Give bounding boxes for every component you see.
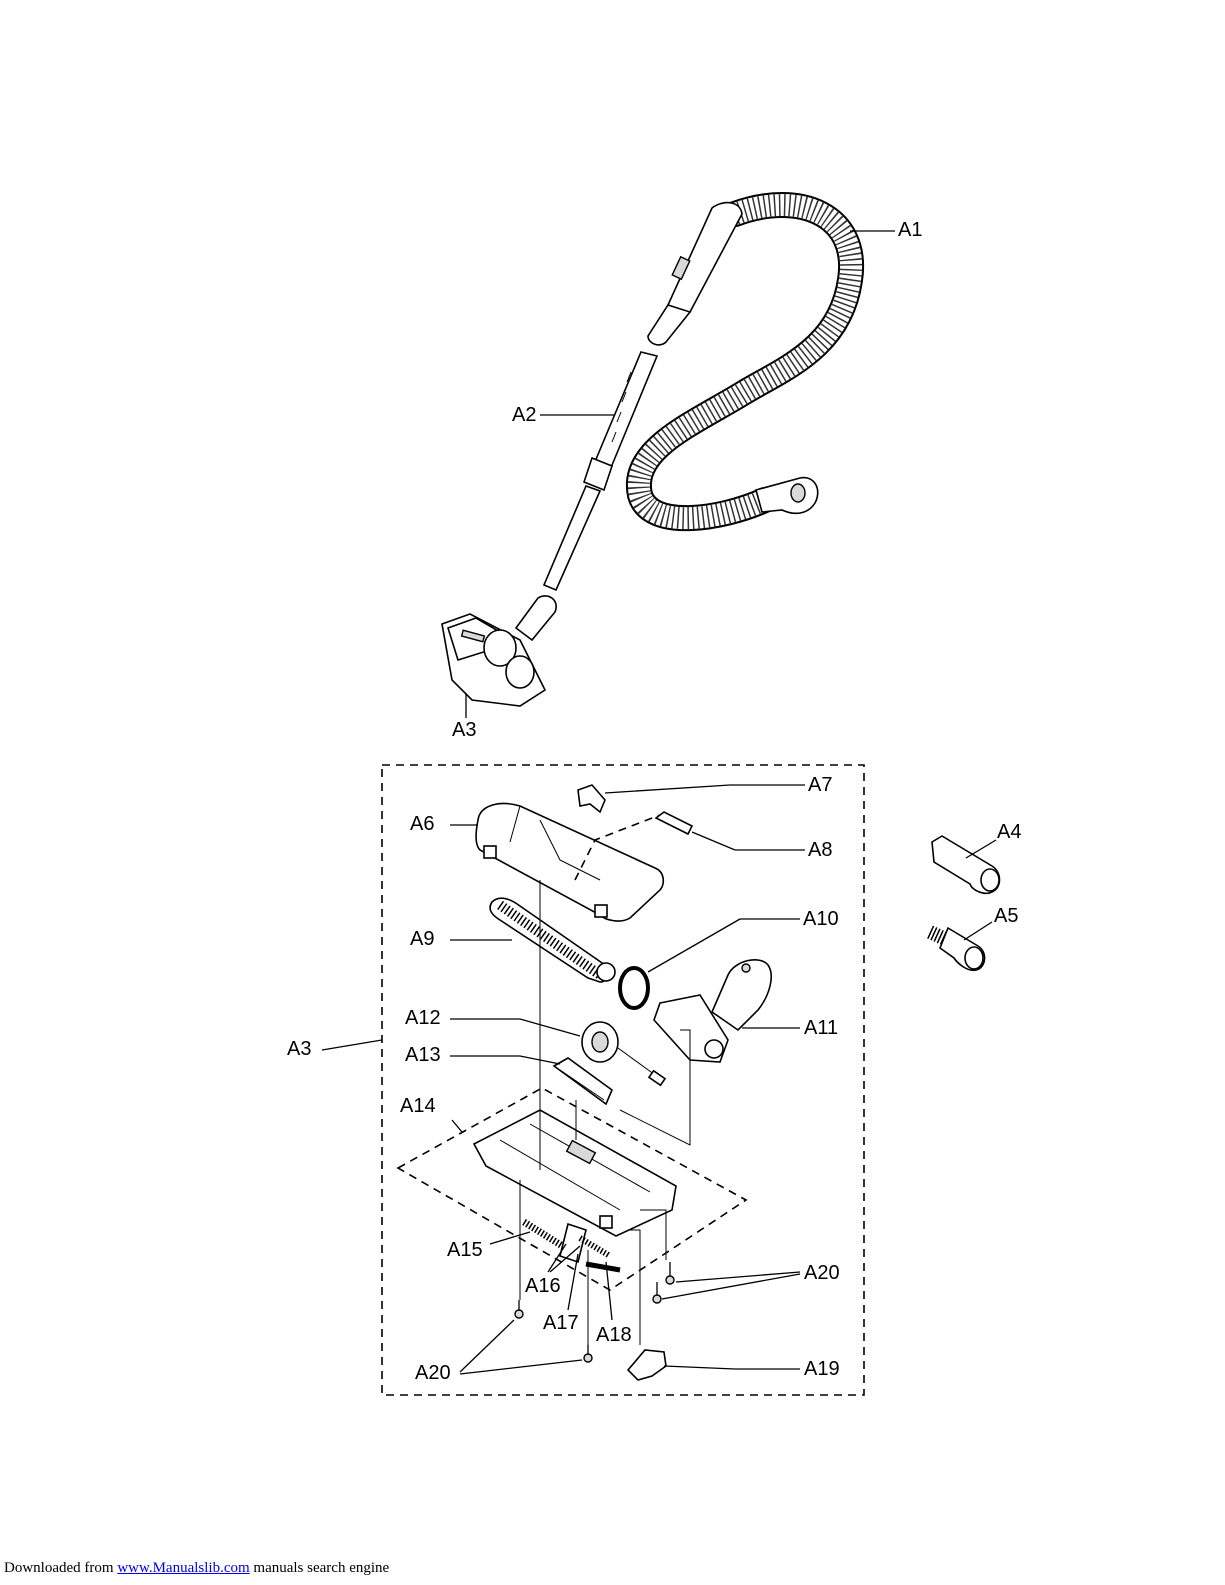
download-footer: Downloaded from www.Manualslib.com manua… <box>4 1560 389 1577</box>
leader-a7 <box>605 785 730 793</box>
brush-roller: A9 <box>410 898 615 982</box>
slider-part: A8 <box>656 812 832 861</box>
neck-tube <box>712 960 771 1030</box>
leader-a19 <box>664 1366 735 1369</box>
leader-a13 <box>450 1056 560 1064</box>
dusting-brush: A5 <box>930 905 1018 970</box>
label-a10: A10 <box>803 908 839 930</box>
belt-ring-shape <box>620 968 648 1008</box>
label-a4: A4 <box>997 821 1021 843</box>
nozzle-neck <box>516 596 556 640</box>
label-a15: A15 <box>447 1239 483 1261</box>
neck-joint: A11 <box>654 960 838 1062</box>
label-a14: A14 <box>400 1095 436 1117</box>
label-a18: A18 <box>596 1324 632 1346</box>
leader-a10 <box>648 919 740 972</box>
screw-icon <box>653 1282 661 1303</box>
hose-assembly: A1 <box>639 203 923 519</box>
leader-a4 <box>966 840 996 858</box>
leader-a16a <box>548 1244 566 1272</box>
turbine-assembly: A12 <box>405 1007 665 1085</box>
label-a9: A9 <box>410 928 434 950</box>
label-a20-right: A20 <box>804 1262 840 1284</box>
label-a2: A2 <box>512 404 536 426</box>
crevice-tool-opening <box>981 869 999 891</box>
manualslib-link[interactable]: www.Manualslib.com <box>117 1560 249 1576</box>
clip-part: A7 <box>578 774 832 812</box>
upper-casing: A6 <box>410 804 663 921</box>
filter-part: A13 <box>405 1044 612 1104</box>
hose-ribs <box>639 205 851 518</box>
screw-icon <box>584 1345 592 1362</box>
footer-prefix: Downloaded from <box>4 1560 117 1576</box>
latch-part: A19 <box>628 1350 840 1380</box>
leader-a8 <box>692 832 735 850</box>
hose-outer <box>639 205 851 518</box>
leader-a3-side <box>322 1040 382 1050</box>
leader-a15 <box>490 1232 530 1244</box>
casing-tab-right <box>595 905 607 917</box>
slider-body <box>656 812 692 834</box>
label-a8: A8 <box>808 839 832 861</box>
leader-a12 <box>450 1019 580 1036</box>
label-a3-top: A3 <box>452 719 476 741</box>
neck-opening <box>705 1040 723 1058</box>
leader-a5 <box>964 922 992 940</box>
leader-a17 <box>568 1254 578 1310</box>
label-a19: A19 <box>804 1358 840 1380</box>
label-a6: A6 <box>410 813 434 835</box>
brush-strip-a18 <box>586 1264 620 1270</box>
crevice-tool: A4 <box>932 821 1021 893</box>
hose-inner <box>639 205 851 518</box>
screw-icon <box>666 1262 674 1284</box>
turbine-shaft-end <box>649 1071 665 1086</box>
label-a7: A7 <box>808 774 832 796</box>
dusting-brush-opening <box>965 947 983 969</box>
label-a12: A12 <box>405 1007 441 1029</box>
hose-end-fitting <box>756 478 818 514</box>
leader-a20-left-2 <box>460 1360 582 1374</box>
label-a20-left: A20 <box>415 1362 451 1384</box>
clip-body <box>578 785 605 812</box>
label-a1: A1 <box>898 219 922 241</box>
casing-tab-left <box>484 846 496 858</box>
hose-wand-connector <box>648 305 690 345</box>
hose-end-opening <box>791 484 805 502</box>
leader-a20-left-1 <box>460 1320 514 1372</box>
filter-body <box>554 1058 612 1104</box>
brush-strips: A15 A16 A17 A18 <box>447 1222 632 1346</box>
nozzle-swivel <box>506 656 534 688</box>
label-a17: A17 <box>543 1312 579 1334</box>
label-a11: A11 <box>804 1017 838 1039</box>
screws: A20 A20 <box>415 1262 840 1384</box>
neck-pin <box>742 964 750 972</box>
wand-lower-tube <box>544 486 600 590</box>
base-plate-body <box>474 1110 676 1236</box>
label-a13: A13 <box>405 1044 441 1066</box>
label-a16: A16 <box>525 1275 561 1297</box>
screw-icon <box>515 1300 523 1318</box>
base-plate-tab <box>600 1216 612 1228</box>
brush-strip-a16 <box>560 1224 586 1262</box>
label-a5: A5 <box>994 905 1018 927</box>
latch-body <box>628 1350 666 1380</box>
brush-strip-a17 <box>580 1238 610 1256</box>
label-a3-side: A3 <box>287 1038 311 1060</box>
footer-suffix: manuals search engine <box>250 1560 390 1576</box>
floor-nozzle-assembled: A3 <box>442 596 556 741</box>
leader-a14 <box>452 1120 462 1132</box>
brush-end-cap <box>597 963 615 981</box>
